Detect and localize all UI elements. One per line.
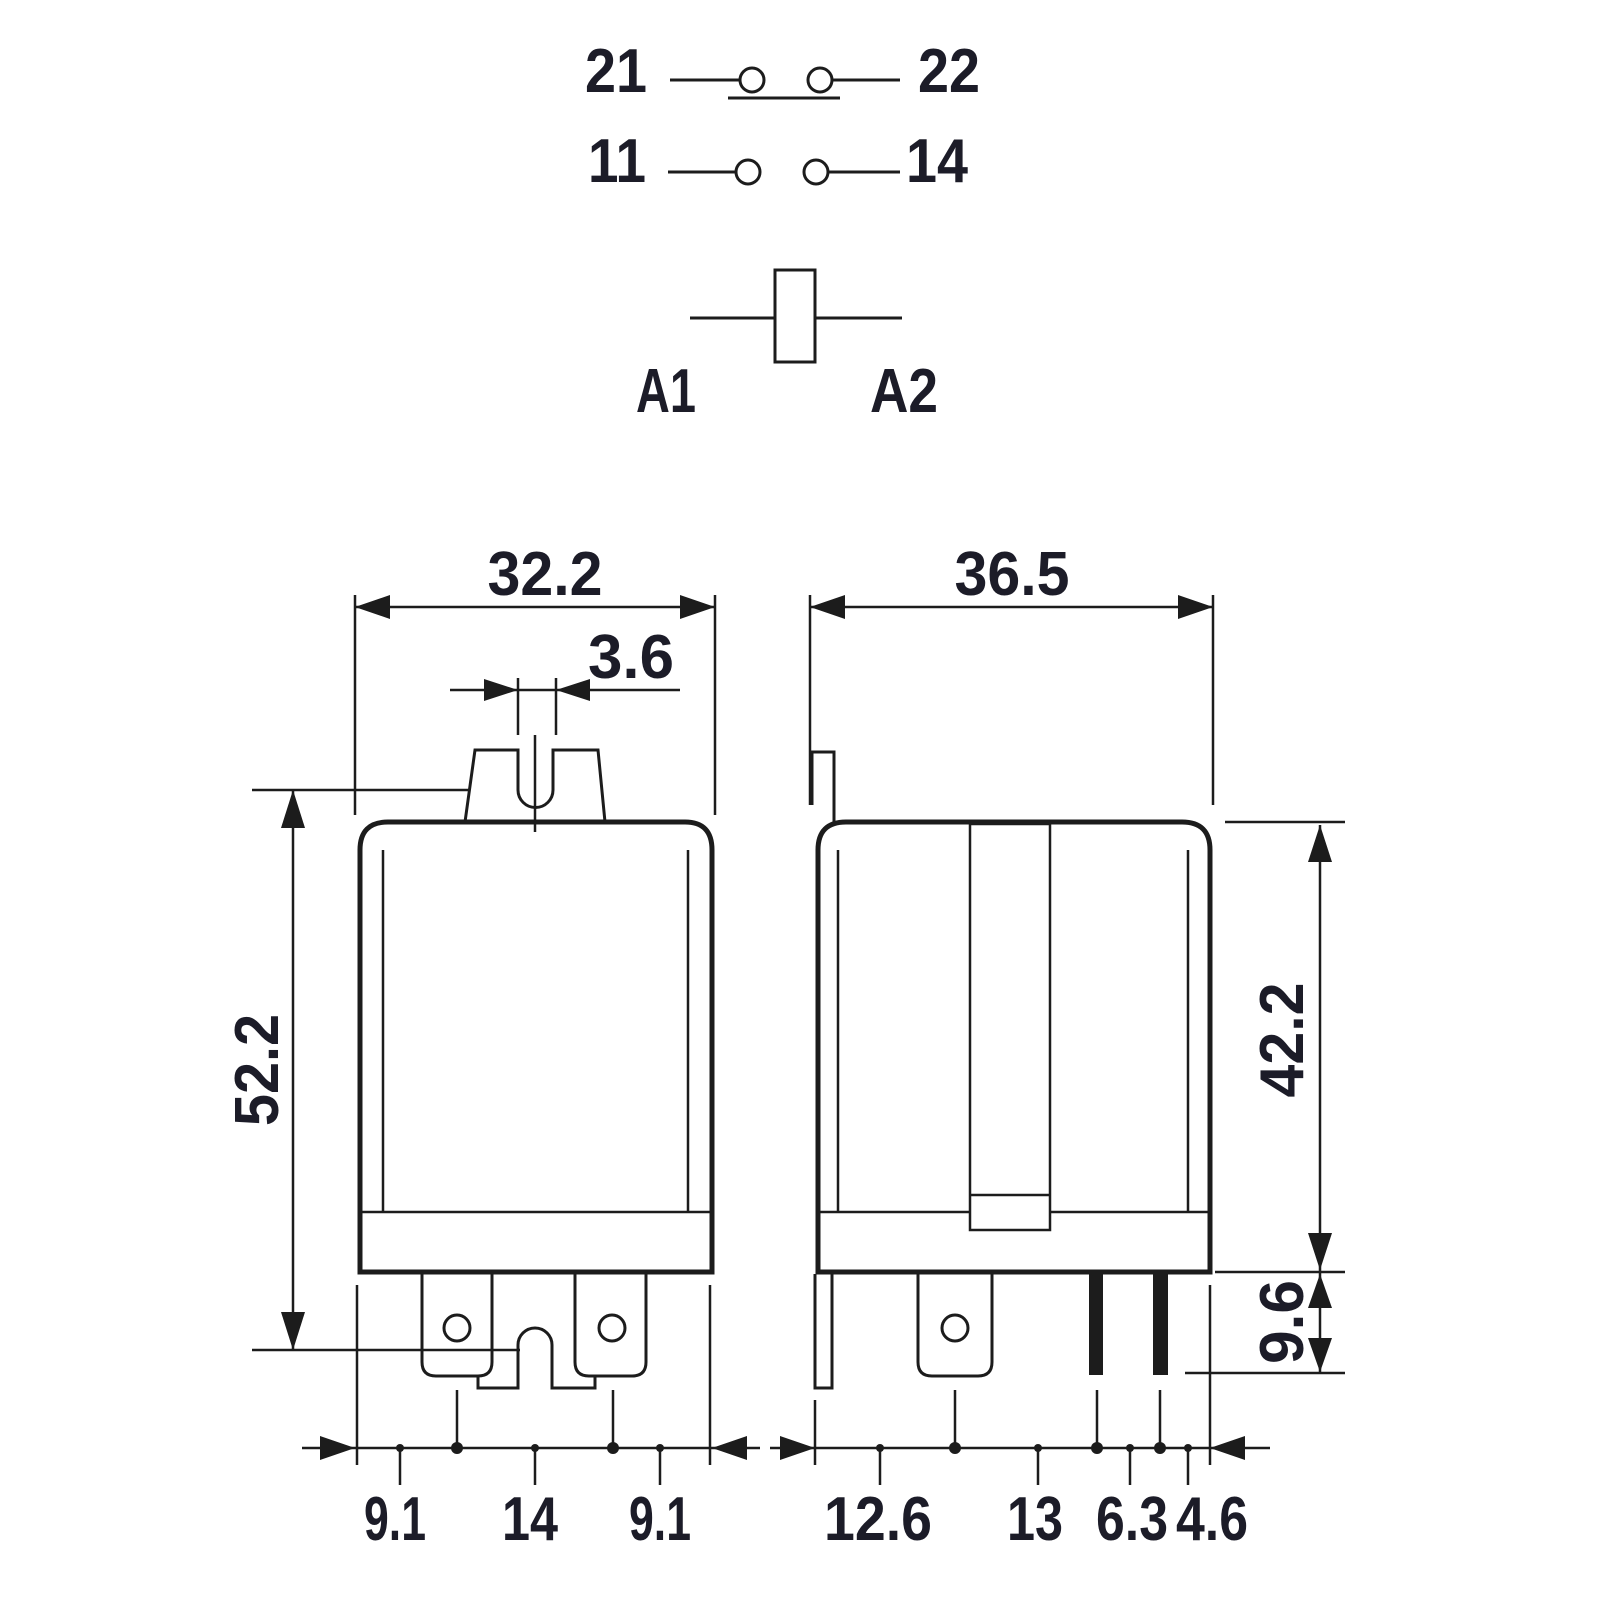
pin-spacing-label: 13 — [1007, 1485, 1063, 1554]
terminal-label-21: 21 — [585, 37, 647, 106]
pin-spacing-label: 12.6 — [824, 1485, 932, 1554]
front-width-label: 32.2 — [488, 540, 603, 609]
pin-length-label: 9.6 — [1248, 1280, 1317, 1364]
pin-spacing-label: 9.1 — [364, 1485, 426, 1554]
pin-spacing-label: 14 — [502, 1485, 558, 1554]
side-width-label: 36.5 — [955, 540, 1070, 609]
front-view: 32.2 3.6 52.2 9.1 14 9.1 — [223, 540, 760, 1554]
no-contact-symbol: 11 14 — [588, 127, 968, 196]
nc-contact-symbol: 21 22 — [585, 37, 980, 106]
terminal-label-a1: A1 — [636, 357, 696, 426]
pin-spacing-label: 9.1 — [629, 1485, 691, 1554]
body-height-label: 42.2 — [1248, 983, 1317, 1098]
schematic: 21 22 11 14 A1 A2 — [585, 37, 980, 426]
pin-spacing-label: 4.6 — [1176, 1485, 1248, 1554]
coil-symbol: A1 A2 — [636, 268, 938, 426]
slot-width-label: 3.6 — [588, 623, 674, 692]
terminal-label-a2: A2 — [870, 357, 938, 426]
side-view: 36.5 42.2 9.6 12.6 13 6.3 4.6 — [770, 540, 1345, 1554]
total-height-label: 52.2 — [223, 1014, 292, 1126]
pin-spacing-label: 6.3 — [1096, 1485, 1168, 1554]
terminal-label-14: 14 — [906, 127, 968, 196]
terminal-label-22: 22 — [918, 37, 980, 106]
terminal-label-11: 11 — [588, 127, 646, 196]
